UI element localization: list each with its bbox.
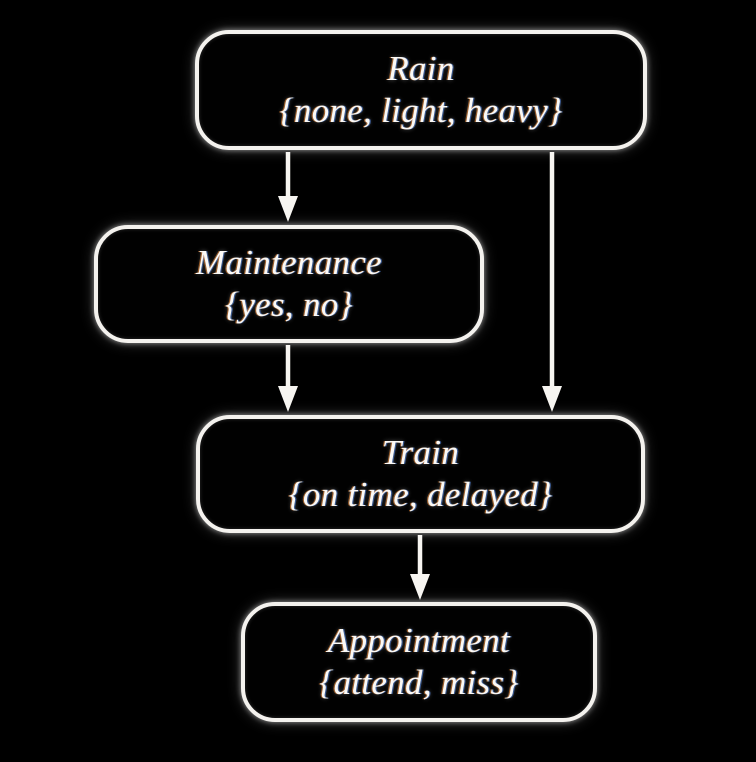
node-rain-title: Rain <box>387 49 455 89</box>
edge-rain-to-train <box>542 152 562 412</box>
edge-maintenance-to-train <box>278 345 298 412</box>
node-rain-states: {none, light, heavy} <box>279 91 563 130</box>
node-maintenance-title: Maintenance <box>195 243 382 283</box>
node-train-title: Train <box>381 433 460 473</box>
edge-rain-to-maintenance <box>278 152 298 222</box>
node-train-states: {on time, delayed} <box>288 475 553 514</box>
node-appointment-states: {attend, miss} <box>319 663 519 702</box>
edge-train-to-appointment <box>410 535 430 600</box>
node-appointment[interactable]: Appointment {attend, miss} <box>241 602 597 722</box>
node-maintenance-states: {yes, no} <box>225 285 353 324</box>
node-appointment-title: Appointment <box>327 621 511 661</box>
node-rain[interactable]: Rain {none, light, heavy} <box>195 30 647 150</box>
node-train[interactable]: Train {on time, delayed} <box>196 415 645 533</box>
node-maintenance[interactable]: Maintenance {yes, no} <box>94 225 484 343</box>
